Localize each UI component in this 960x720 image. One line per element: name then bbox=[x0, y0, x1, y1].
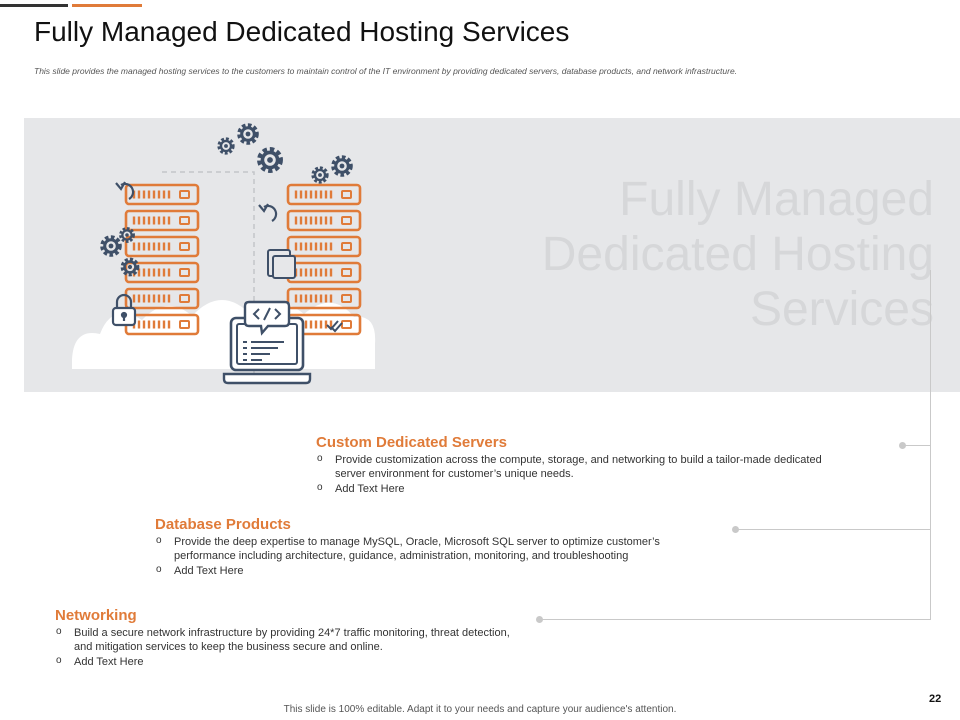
gear-icon bbox=[311, 166, 329, 184]
gear-icon bbox=[100, 235, 122, 257]
lock-icon bbox=[111, 293, 137, 327]
connector-dot bbox=[899, 442, 906, 449]
section-title: Database Products bbox=[155, 516, 291, 533]
section-title: Networking bbox=[55, 607, 137, 624]
gear-icon bbox=[237, 123, 259, 145]
laptop-code-icon bbox=[222, 300, 312, 385]
top-accent-bar-dark bbox=[0, 4, 68, 7]
refresh-icon bbox=[115, 181, 135, 200]
bullet-item: Add Text Here bbox=[316, 481, 836, 496]
bullet-item: Provide the deep expertise to manage MyS… bbox=[155, 534, 675, 564]
checklist-icon bbox=[326, 320, 343, 333]
footer-note: This slide is 100% editable. Adapt it to… bbox=[283, 704, 677, 715]
folder-icon bbox=[267, 249, 296, 279]
hero-banner: Fully Managed Dedicated Hosting Services bbox=[24, 118, 960, 392]
slide-title: Fully Managed Dedicated Hosting Services bbox=[34, 16, 570, 47]
page-number: 22 bbox=[929, 693, 942, 705]
gear-icon bbox=[119, 227, 135, 243]
gear-icon bbox=[217, 137, 235, 155]
banner-heading: Fully Managed Dedicated Hosting Services bbox=[541, 173, 934, 336]
section-title: Custom Dedicated Servers bbox=[316, 434, 507, 451]
section-database-products: Database Products Provide the deep exper… bbox=[155, 516, 675, 578]
hosting-illustration bbox=[72, 123, 376, 385]
top-accent-bar-orange bbox=[72, 4, 142, 7]
section-custom-dedicated-servers: Custom Dedicated Servers Provide customi… bbox=[316, 434, 836, 496]
gear-icon bbox=[331, 155, 353, 177]
refresh-icon bbox=[258, 203, 278, 222]
connector-line bbox=[736, 529, 931, 530]
bullet-item: Build a secure network infrastructure by… bbox=[55, 625, 525, 655]
gear-icon bbox=[259, 149, 281, 171]
bullet-list: Provide the deep expertise to manage MyS… bbox=[155, 534, 675, 578]
section-networking: Networking Build a secure network infras… bbox=[55, 607, 525, 669]
connector-dot bbox=[536, 616, 543, 623]
bullet-list: Build a secure network infrastructure by… bbox=[55, 625, 525, 669]
connector-dot bbox=[732, 526, 739, 533]
bullet-item: Add Text Here bbox=[155, 563, 675, 578]
bullet-item: Add Text Here bbox=[55, 654, 525, 669]
bullet-list: Provide customization across the compute… bbox=[316, 452, 836, 496]
gear-icon bbox=[120, 257, 140, 277]
slide-subtitle: This slide provides the managed hosting … bbox=[34, 66, 738, 76]
connector-line bbox=[903, 445, 931, 446]
connector-line bbox=[540, 619, 931, 620]
bullet-item: Provide customization across the compute… bbox=[316, 452, 836, 482]
